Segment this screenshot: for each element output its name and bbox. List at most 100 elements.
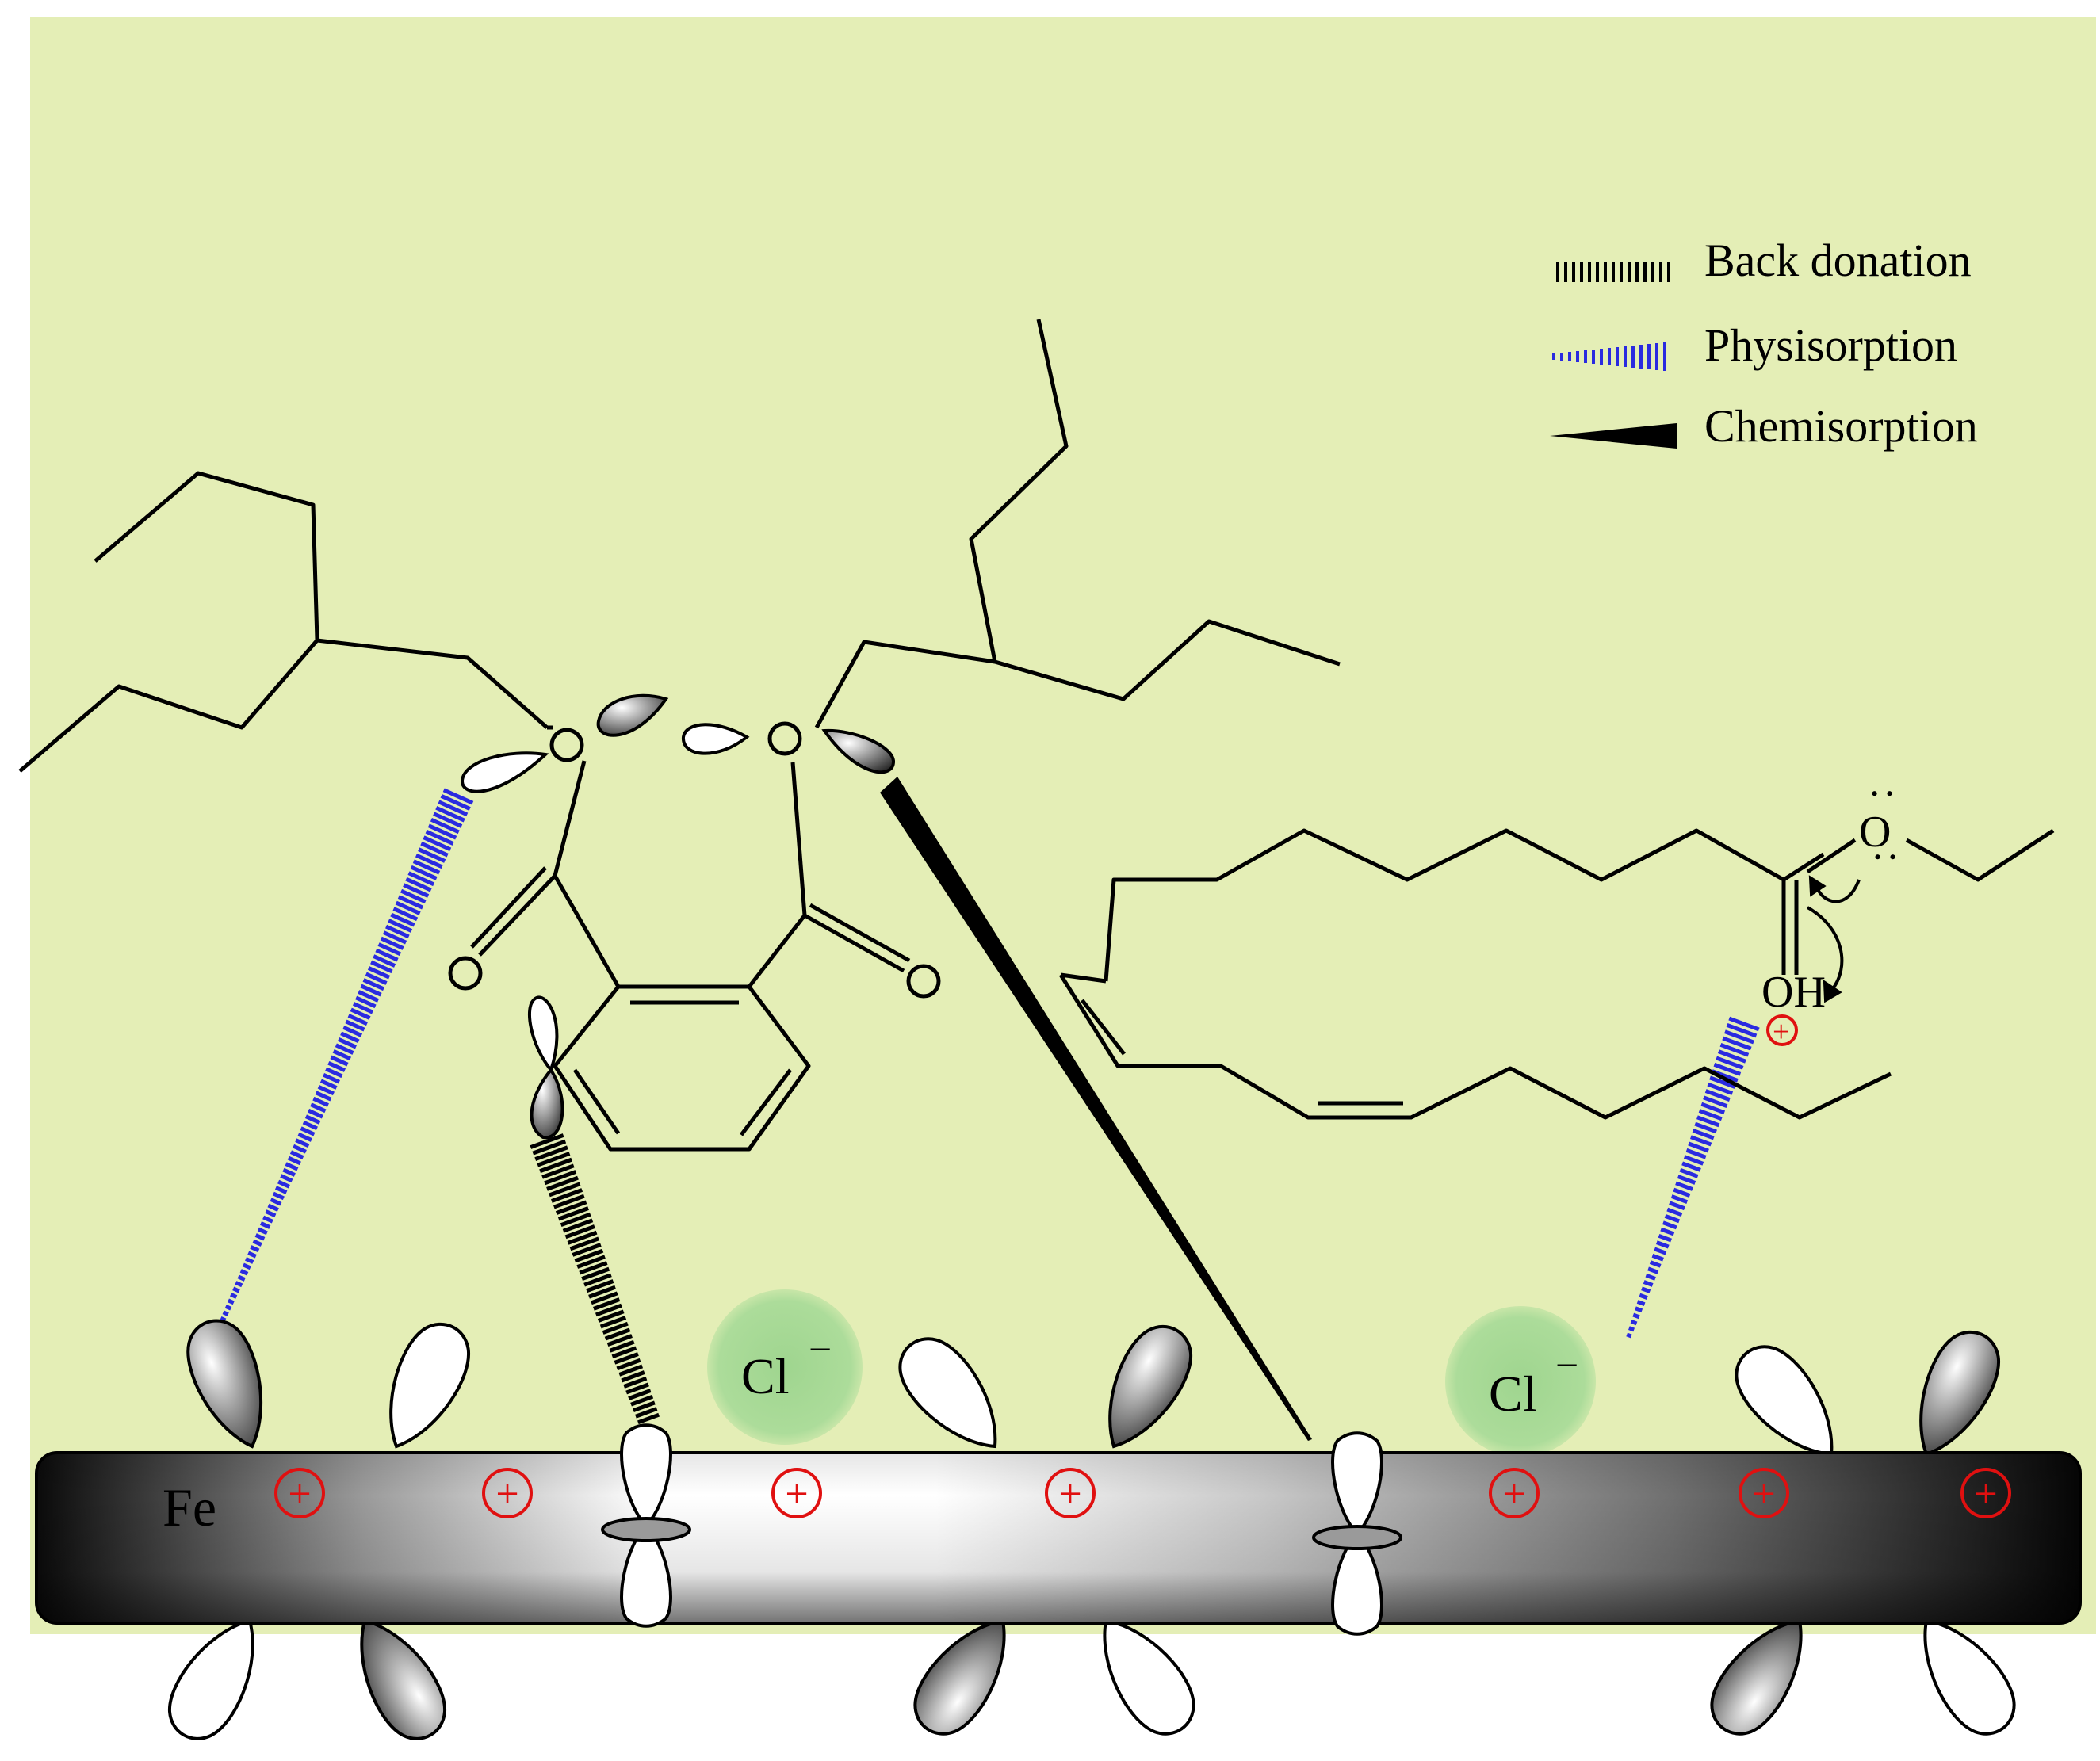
hatch-mark — [375, 948, 399, 962]
hatch-mark — [367, 966, 391, 980]
hatch-mark — [1632, 1312, 1640, 1320]
hatch-mark — [572, 1243, 602, 1257]
hatch-mark — [1662, 1220, 1677, 1230]
hatch-mark — [604, 1327, 631, 1341]
hatch-mark — [254, 1233, 266, 1241]
hatch-mark — [382, 930, 407, 945]
hatch-mark — [606, 1334, 633, 1347]
chloride-ion-2: Cl − — [1445, 1306, 1596, 1457]
hatch-mark — [345, 1019, 365, 1032]
hatch-mark — [280, 1174, 293, 1183]
hatch-mark — [1639, 1293, 1648, 1300]
hatch-mark — [274, 1186, 288, 1194]
hatch-mark — [293, 1144, 307, 1154]
hatch-mark — [539, 1157, 572, 1174]
hatch-mark — [289, 1150, 304, 1159]
hatch-mark — [220, 1316, 227, 1323]
hatch-mark — [317, 1084, 335, 1096]
svg-text:+: + — [1058, 1472, 1081, 1517]
hatch-mark — [635, 1407, 658, 1419]
hatch-mark — [1709, 1075, 1736, 1089]
hatch-mark — [562, 1218, 594, 1233]
hatch-mark — [388, 919, 413, 933]
carbonyl-oxygen-left — [448, 956, 483, 991]
hatch-mark — [583, 1273, 612, 1287]
hatch-mark — [1696, 1115, 1720, 1128]
hatch-mark — [1677, 1175, 1696, 1185]
hatch-mark — [628, 1389, 652, 1400]
hatch-mark — [557, 1206, 589, 1221]
hatch-mark — [1670, 1194, 1689, 1205]
hatch-mark — [1664, 1214, 1681, 1224]
oxonium-charge: + — [1766, 1014, 1798, 1049]
svg-text:−: − — [1555, 1343, 1578, 1389]
surface-positive-charge: + — [771, 1468, 822, 1518]
hatch-mark — [546, 1175, 579, 1191]
hatch-mark — [323, 1072, 340, 1084]
hatch-mark — [242, 1262, 251, 1270]
surface-p-orbital-2 — [1312, 1431, 1402, 1636]
hatch-mark — [407, 871, 435, 887]
hatch-mark — [1726, 1023, 1758, 1038]
hatch-mark — [440, 794, 471, 811]
hatch-mark — [1673, 1187, 1691, 1198]
hatch-mark — [250, 1245, 260, 1253]
hatch-mark — [259, 1221, 271, 1229]
hatch-mark — [315, 1091, 332, 1102]
hatch-mark — [272, 1191, 285, 1201]
hatch-mark — [1694, 1121, 1717, 1134]
svg-text:+: + — [1974, 1472, 1997, 1517]
hatch-mark — [1647, 1266, 1659, 1274]
back-donation-legend-swatch — [1556, 262, 1670, 282]
svg-text:+: + — [1502, 1472, 1525, 1517]
hatch-mark — [586, 1279, 614, 1293]
surface-positive-charge: + — [1489, 1468, 1540, 1518]
hatch-mark — [232, 1286, 240, 1293]
hatch-mark — [282, 1167, 296, 1177]
hatch-mark — [360, 984, 382, 997]
hatch-mark — [553, 1194, 585, 1209]
hatch-mark — [1689, 1135, 1712, 1147]
ester-oxygen-label: O — [1859, 808, 1891, 857]
hatch-mark — [438, 800, 469, 817]
hatch-mark — [277, 1179, 290, 1189]
hatch-mark — [430, 817, 460, 835]
svg-text:+: + — [1773, 1015, 1789, 1049]
svg-text:+: + — [495, 1472, 518, 1517]
hatch-mark — [1675, 1181, 1693, 1191]
hatch-mark — [1643, 1280, 1654, 1287]
right-alkyl-branch — [994, 619, 1341, 701]
hatch-mark — [1722, 1036, 1752, 1051]
hatch-mark — [537, 1152, 571, 1167]
hatch-mark — [433, 812, 463, 828]
hatch-mark — [1703, 1095, 1728, 1109]
legend: Back donation Physisorption Chemisorptio… — [1550, 235, 1978, 452]
lone-pair-orbital — [821, 728, 896, 774]
hatch-mark — [347, 1014, 369, 1026]
hatch-mark — [352, 1002, 374, 1014]
hatch-mark — [224, 1305, 232, 1311]
hatch-mark — [355, 995, 377, 1009]
hatch-mark — [390, 912, 415, 927]
fe-surface: Fe — [35, 1451, 2082, 1625]
hatch-mark — [358, 990, 380, 1003]
surface-positive-charge: + — [1045, 1468, 1096, 1518]
hatch-mark — [237, 1274, 246, 1282]
hatch-mark — [418, 847, 446, 863]
physisorption-bond-left — [217, 788, 474, 1328]
hatch-mark — [435, 805, 465, 823]
surface-positive-charge: + — [1739, 1468, 1789, 1518]
hatch-mark — [247, 1251, 257, 1259]
hatch-mark — [611, 1346, 637, 1359]
hatch-mark — [595, 1303, 622, 1317]
hatch-mark — [567, 1230, 598, 1245]
hatch-mark — [330, 1055, 349, 1067]
hatch-mark — [340, 1031, 360, 1044]
surface-positive-charge: + — [1960, 1468, 2011, 1518]
lone-pair-dots-top: : — [1863, 788, 1908, 799]
hatch-mark — [400, 888, 427, 904]
hatch-mark — [1635, 1306, 1643, 1313]
physisorption-legend-label: Physisorption — [1704, 319, 1957, 371]
hatch-mark — [1669, 1201, 1685, 1211]
